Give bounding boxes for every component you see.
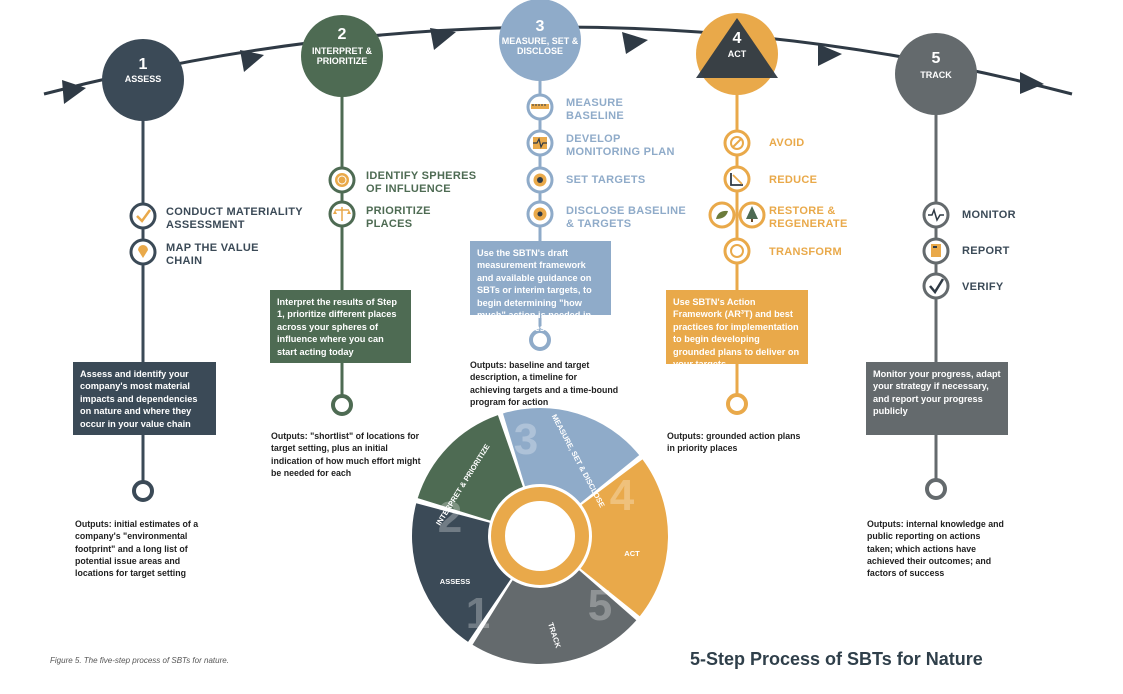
assess-item-label: MAP THE VALUE CHAIN	[166, 242, 259, 267]
track-item-label: VERIFY	[962, 281, 1004, 293]
track-item-label: REPORT	[962, 245, 1010, 257]
end-dot-measure	[529, 329, 551, 351]
act-outputs: Outputs: grounded action plans in priori…	[667, 431, 801, 454]
act-item-label: TRANSFORM	[769, 246, 842, 258]
step-circle-track	[895, 33, 977, 115]
wheel-number: 1	[466, 589, 490, 638]
step-circle-prioritize	[301, 15, 383, 97]
curve-arrow-5	[818, 44, 842, 66]
pulse-icon	[526, 129, 554, 157]
act-item-label: RESTORE & REGENERATE	[769, 205, 848, 230]
act-item-label: REDUCE	[769, 174, 818, 186]
wheel-number: 2	[438, 493, 462, 542]
step-number-assess: 1	[138, 56, 148, 73]
step-title-prioritize: INTERPRET & PRIORITIZE	[311, 46, 372, 67]
wheel-label: ACT	[624, 549, 640, 558]
map-pin-icon	[129, 238, 157, 266]
monitor-icon	[922, 201, 950, 229]
assess-outputs: Outputs: initial estimates of a company'…	[75, 519, 199, 579]
prioritize-item-label: IDENTIFY SPHERES OF INFLUENCE	[366, 170, 477, 195]
prioritize-description-box: Interpret the results of Step 1, priorit…	[270, 290, 411, 363]
step-title-act: ACT	[727, 49, 747, 59]
wheel-label: ASSESS	[440, 577, 470, 586]
transform-icon	[723, 237, 751, 265]
checklist-icon	[129, 202, 157, 230]
track-description-box: Monitor your progress, adapt your strate…	[866, 362, 1008, 435]
wheel-segment-measure	[503, 408, 640, 504]
measure-outputs: Outputs: baseline and target description…	[470, 360, 619, 407]
prioritize-item-label: PRIORITIZE PLACES	[366, 205, 431, 230]
end-dot-assess	[132, 480, 154, 502]
measure-item-label: MEASURE BASELINE	[566, 97, 625, 122]
wheel-number: 5	[588, 581, 612, 630]
track-outputs: Outputs: internal knowledge and public r…	[867, 519, 1004, 579]
wheel-segment-track	[472, 570, 637, 664]
step-title-measure: MEASURE, SET & DISCLOSE	[501, 36, 579, 57]
track-item-label: MONITOR	[962, 209, 1016, 221]
report-icon	[922, 237, 950, 265]
assess-description-box: Assess and identify your company's most …	[73, 362, 216, 435]
wheel-segment-prioritize	[417, 415, 523, 521]
step-title-assess: ASSESS	[124, 74, 162, 84]
step-title-track: TRACK	[920, 70, 952, 80]
spheres-icon	[328, 166, 356, 194]
step-number-act: 4	[732, 30, 742, 47]
act-description-box: Use SBTN's Action Framework (AR³T) and b…	[666, 290, 808, 369]
step-number-track: 5	[931, 50, 941, 67]
wheel-center-ring	[491, 487, 589, 585]
avoid-icon	[723, 129, 751, 157]
scales-icon	[328, 200, 356, 228]
figure-caption: Figure 5. The five-step process of SBTs …	[50, 656, 229, 665]
assess-item-label: CONDUCT MATERIALITY ASSESSMENT	[166, 206, 303, 231]
wheel-segment-assess	[411, 503, 511, 642]
end-dot-act	[726, 393, 748, 415]
step-number-prioritize: 2	[337, 26, 347, 43]
end-dot-track	[925, 478, 947, 500]
wheel-number: 3	[514, 415, 538, 464]
page-title: 5-Step Process of SBTs for Nature	[690, 649, 983, 669]
step-number-measure: 3	[535, 18, 545, 35]
restore-icon	[708, 201, 766, 229]
ruler-icon	[526, 93, 554, 121]
prioritize-outputs: Outputs: "shortlist" of locations for ta…	[271, 431, 421, 478]
step-circle-measure	[499, 0, 581, 81]
act-dark-triangle	[696, 18, 778, 78]
curve-arrow-2	[240, 50, 264, 72]
verify-icon	[922, 272, 950, 300]
disclose-icon	[526, 200, 554, 228]
measure-item-label: DISCLOSE BASELINE & TARGETS	[566, 205, 687, 230]
wheel-segment-act	[580, 459, 668, 617]
curve-arrow-4	[622, 32, 648, 54]
measure-description-box: Use the SBTN's draft measurement framewo…	[470, 241, 611, 333]
curve-arrow-6	[1020, 72, 1044, 94]
end-dot-prioritize	[331, 394, 353, 416]
reduce-icon	[723, 165, 751, 193]
curve-arrow-3	[430, 28, 456, 50]
curve-arrow-1	[62, 80, 86, 104]
target-icon	[526, 166, 554, 194]
measure-item-label: SET TARGETS	[566, 174, 646, 186]
wheel-number: 4	[610, 471, 635, 520]
act-item-label: AVOID	[769, 137, 805, 149]
measure-item-label: DEVELOP MONITORING PLAN	[566, 133, 675, 158]
step-circle-assess	[102, 39, 184, 121]
